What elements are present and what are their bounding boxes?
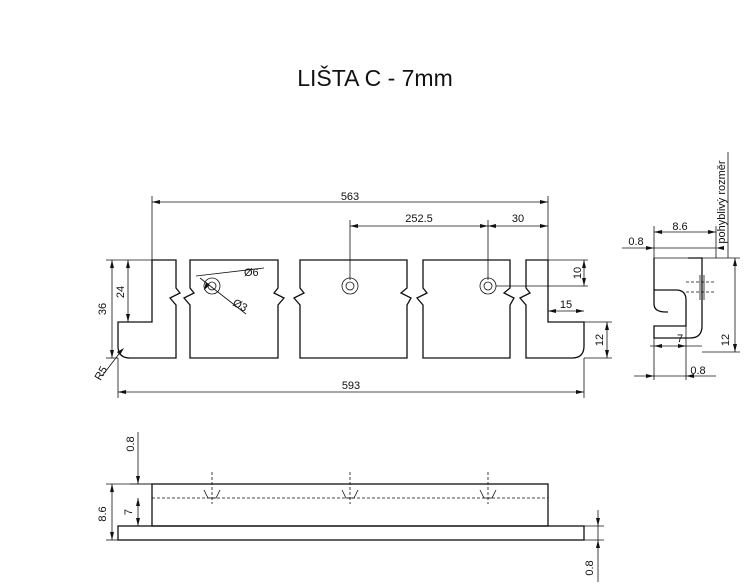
profile-left-segment	[117, 259, 182, 359]
countersink-1	[203, 472, 221, 504]
dim-side-thickness-top: 0.8	[628, 236, 643, 248]
hole-right	[479, 277, 497, 295]
dim-bottom-total-height: 8.6	[97, 506, 109, 521]
dim-hole-height: 10	[572, 267, 584, 279]
dim-notch-width: 15	[560, 299, 572, 311]
countersink-3	[479, 472, 497, 504]
side-note: pohyblivý rozměr	[716, 160, 728, 243]
dim-overall-height: 36	[97, 303, 109, 315]
dim-side-inner-width: 7	[677, 333, 683, 345]
profile-right-segment	[518, 259, 585, 359]
dim-inner-height: 24	[115, 286, 127, 298]
dim-hole-dia-outer: Ø6	[244, 267, 259, 279]
bottom-view: 0.8 8.6 7 0.8	[97, 432, 604, 582]
countersink-2	[341, 472, 359, 504]
bottom-body	[151, 483, 549, 527]
hole-middle	[341, 277, 359, 295]
dim-side-thickness-bottom: 0.8	[690, 365, 705, 377]
profile-segment-2	[182, 259, 286, 359]
dim-bottom-inner-height: 7	[123, 509, 135, 515]
dim-side-height: 12	[720, 334, 732, 346]
dim-hole-edge-offset: 30	[512, 213, 524, 225]
dim-bottom-lip: 0.8	[584, 560, 596, 575]
drawing-title: LIŠTA C - 7mm	[297, 64, 453, 91]
bottom-plate	[117, 525, 585, 541]
dim-corner-radius: R5	[93, 364, 110, 382]
dim-bottom-flange: 12	[594, 334, 606, 346]
profile-segment-3	[292, 259, 412, 359]
dim-bottom-top-gap: 0.8	[125, 436, 137, 451]
dim-hole-spacing: 252.5	[405, 213, 433, 225]
dim-overall-length: 593	[342, 380, 360, 392]
dim-top-length: 563	[341, 191, 359, 203]
side-profile	[653, 257, 703, 339]
dim-hole-dia-inner: Ø3	[231, 297, 250, 314]
side-view: 8.6 0.8 pohyblivý rozměr 12 7 0.8	[622, 152, 740, 380]
profile-segment-4	[415, 259, 515, 359]
front-view: 563 252.5 30 Ø6 Ø3 10 15 12	[93, 191, 612, 398]
dim-side-width: 8.6	[672, 221, 687, 233]
